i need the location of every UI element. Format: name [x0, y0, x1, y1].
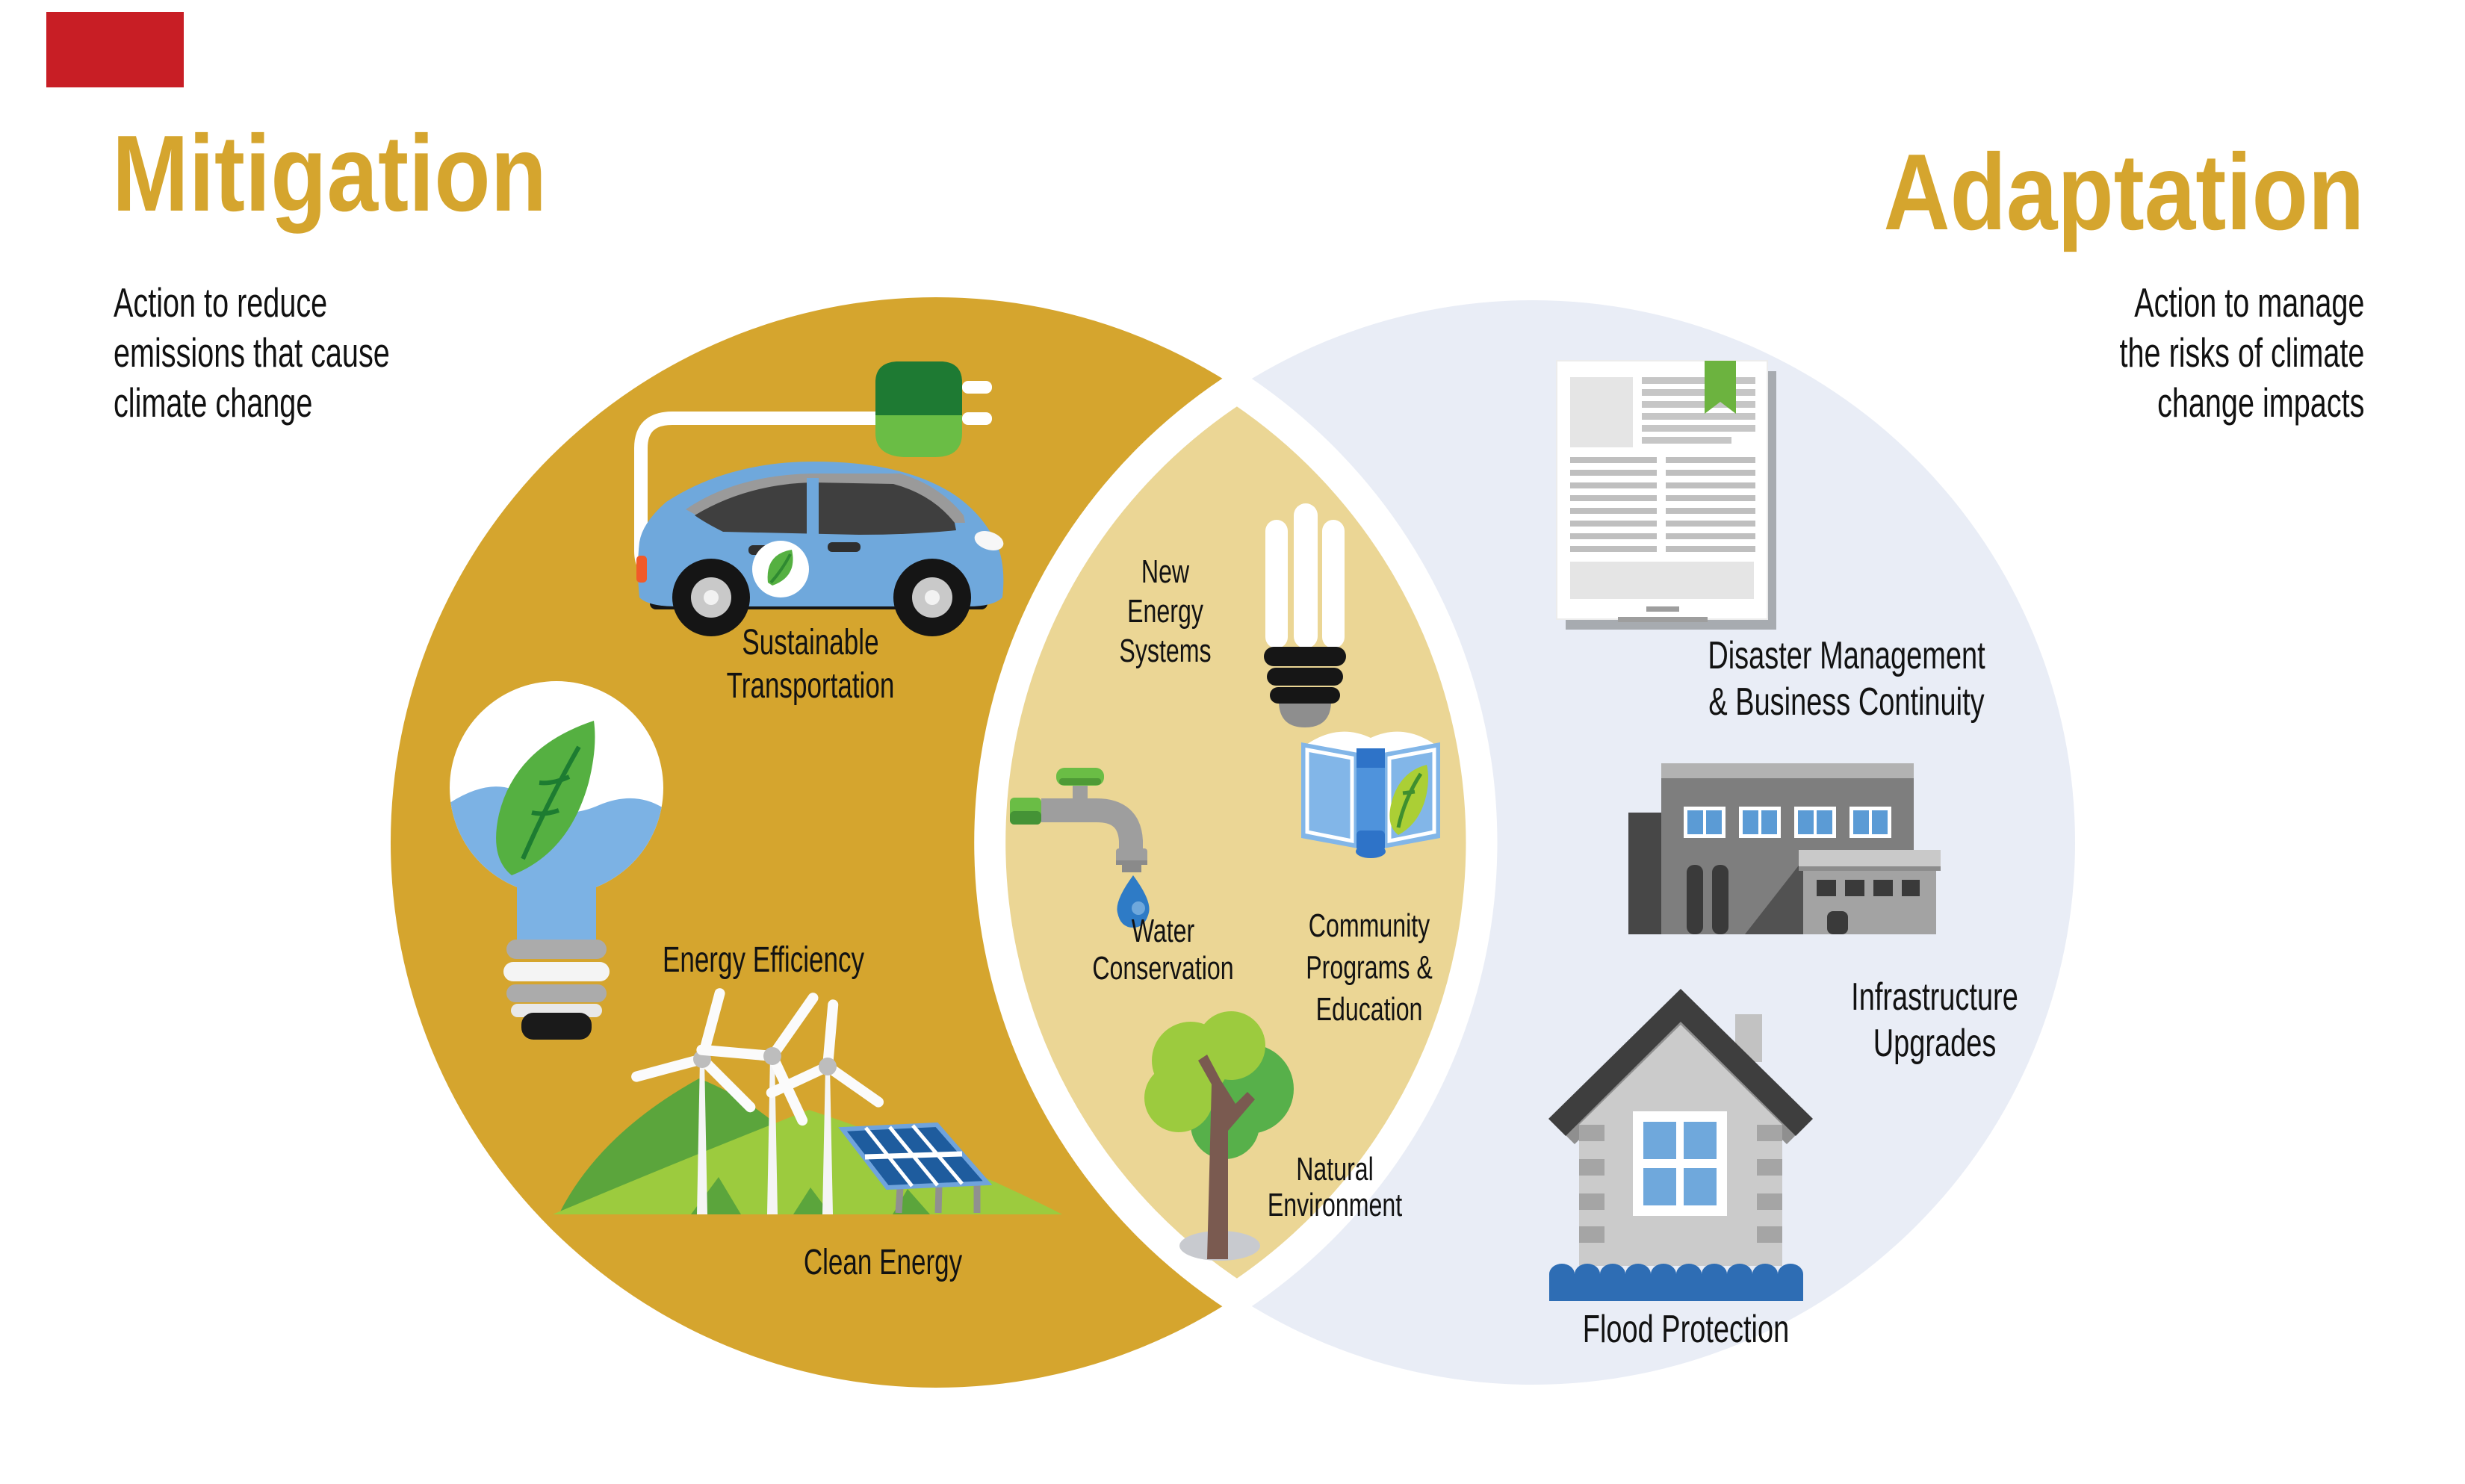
label-infrastructure-upgrades: Infrastructure Upgrades: [1851, 975, 2018, 1065]
mitigation-description-line: emissions that cause: [114, 329, 390, 376]
adaptation-title: Adaptation: [1883, 131, 2364, 252]
red-marker: [46, 12, 184, 87]
label-natural-environment: Natural Environment: [1267, 1151, 1403, 1223]
wind-turbines-solar-panel-icon: [553, 988, 1062, 1214]
house-bricks: [1579, 1125, 1782, 1243]
open-book-leaf-icon: [1301, 731, 1440, 858]
electric-car-charging-icon: [634, 361, 1004, 636]
mitigation-description: Action to reduce emissions that cause cl…: [114, 278, 390, 428]
building-windows: [1684, 807, 1891, 838]
cfl-bulb-icon: [1264, 503, 1346, 727]
label-new-energy-systems: New Energy Systems: [1119, 553, 1212, 669]
label-sustainable-transportation: Sustainable Transportation: [726, 623, 895, 706]
label-flood-protection: Flood Protection: [1582, 1308, 1790, 1351]
adaptation-description-line: change impacts: [2157, 379, 2364, 426]
label-disaster-management: Disaster Management & Business Continuit…: [1708, 634, 1985, 724]
adaptation-description: Action to manage the risks of climate ch…: [2119, 278, 2364, 428]
mitigation-description-line: Action to reduce: [114, 279, 328, 326]
adaptation-description-line: Action to manage: [2133, 279, 2364, 326]
wind-turbine-icon: [766, 999, 884, 1214]
tree-icon: [1144, 1011, 1294, 1261]
flooded-house-icon: [1548, 989, 1813, 1301]
mitigation-description-line: climate change: [114, 379, 313, 426]
overlap-lens: [974, 372, 1498, 1313]
label-water-conservation: Water Conservation: [1092, 913, 1234, 987]
label-energy-efficiency: Energy Efficiency: [662, 940, 865, 980]
lightbulb-with-leaf-icon: [450, 681, 663, 1040]
label-clean-energy: Clean Energy: [803, 1243, 963, 1282]
water-tap-drop-icon: [1010, 768, 1150, 928]
adaptation-description-line: the risks of climate: [2119, 329, 2364, 376]
solar-panel-icon: [838, 1122, 993, 1214]
industrial-building-icon: [1628, 763, 1941, 934]
document-report-icon: [1556, 360, 1776, 630]
mitigation-title: Mitigation: [112, 113, 547, 234]
label-community-programs-education: Community Programs & Education: [1306, 907, 1433, 1028]
